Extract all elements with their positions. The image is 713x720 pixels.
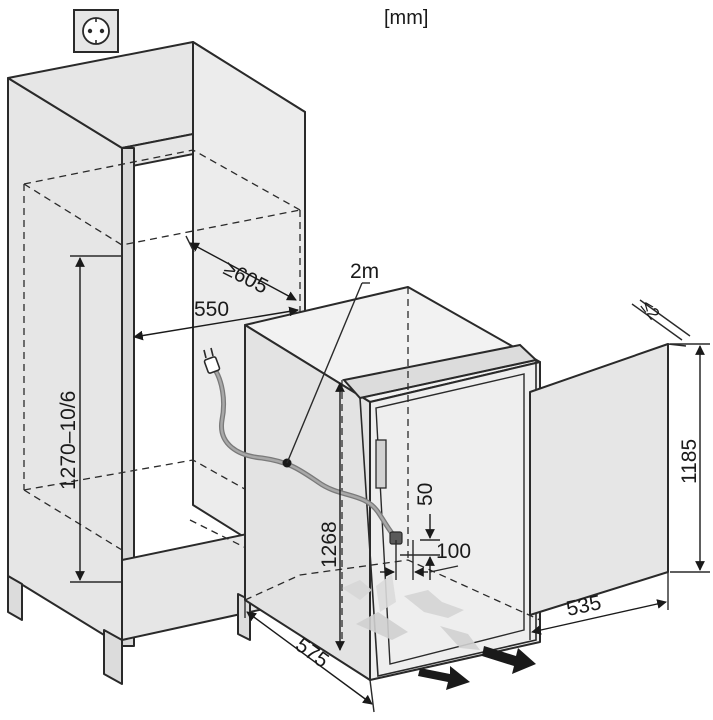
appliance-body — [244, 286, 541, 681]
power-socket-icon — [73, 9, 119, 53]
dimension-niche-height — [70, 255, 122, 583]
niche-width-label: 550 — [194, 298, 229, 321]
dimension-appliance-depth — [244, 600, 375, 713]
dimension-door-gap — [631, 299, 691, 341]
furniture-door-panel — [529, 343, 687, 616]
vent-offset-label: 100 — [436, 540, 471, 563]
dimension-niche-width — [133, 306, 299, 341]
dimension-vent-gap — [380, 514, 459, 580]
cable-length-label: 2m — [350, 260, 379, 283]
unit-label: [mm] — [384, 7, 428, 29]
appliance-height-label: 1268 — [318, 521, 341, 568]
niche-height-label: 1270–10/6 — [57, 391, 80, 490]
dimension-niche-depth — [185, 235, 297, 301]
power-cord — [203, 282, 403, 545]
dimension-door-height — [670, 343, 710, 573]
dimension-door-width — [529, 572, 669, 640]
vent-gap-label: 50 — [414, 483, 437, 506]
door-height-label: 1185 — [678, 439, 701, 484]
airflow-arrows-icon — [342, 574, 536, 690]
